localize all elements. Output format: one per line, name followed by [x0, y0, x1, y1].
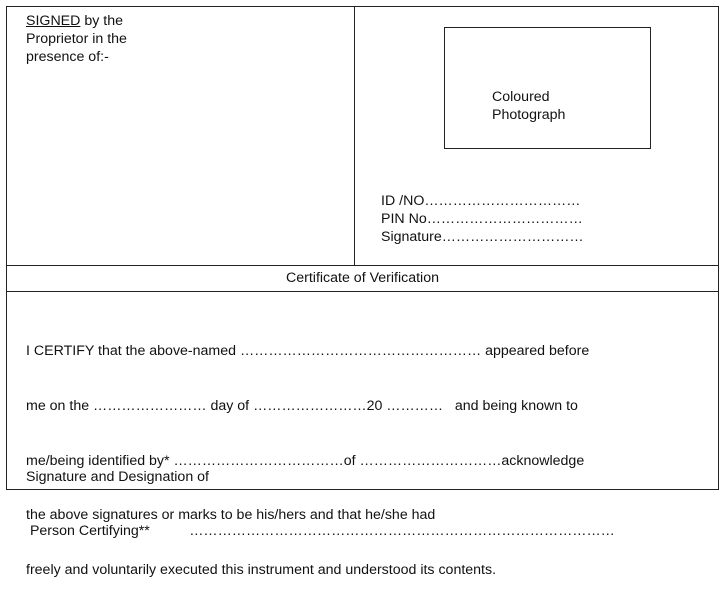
photograph-box: [444, 27, 651, 149]
pin-no-field: PIN No……………………………: [381, 211, 583, 227]
signed-section: SIGNED by the Proprietor in the presence…: [26, 12, 127, 66]
signed-line-1-rest: by the: [80, 13, 123, 29]
id-no-field: ID /NO……………………………: [381, 193, 581, 209]
certificate-line-1: I CERTIFY that the above-named …………………………: [26, 343, 590, 360]
signed-word: SIGNED: [26, 13, 81, 29]
certificate-title: Certificate of Verification: [286, 270, 439, 286]
section-divider-bottom: [6, 291, 719, 292]
form-frame: [6, 6, 719, 490]
signature-designation: Signature and Designation of Person Cert…: [26, 432, 615, 558]
photograph-label-line-1: Coloured: [492, 89, 550, 105]
signature-field: Signature…………………………: [381, 229, 584, 245]
certificate-line-3: me/being identified by* ………………………………of ……: [26, 452, 585, 469]
photograph-label: Coloured Photograph: [492, 88, 565, 124]
id-fields: ID /NO…………………………… PIN No…………………………… Sign…: [381, 192, 584, 246]
signed-line-3: presence of:-: [26, 49, 109, 65]
signature-designation-line-2: Person Certifying** ………………………………………………………: [26, 523, 615, 539]
photograph-label-line-2: Photograph: [492, 107, 566, 123]
certificate-line-5: freely and voluntarily executed this ins…: [26, 561, 497, 578]
signed-line-2: Proprietor in the: [26, 31, 127, 47]
certificate-line-2: me on the …………………… day of ……………………20 …………: [26, 398, 578, 415]
signature-designation-line-1: Signature and Designation of: [26, 469, 209, 485]
section-divider-top: [6, 265, 719, 266]
column-divider: [354, 6, 355, 265]
signed-line-1: SIGNED by the: [26, 12, 127, 30]
